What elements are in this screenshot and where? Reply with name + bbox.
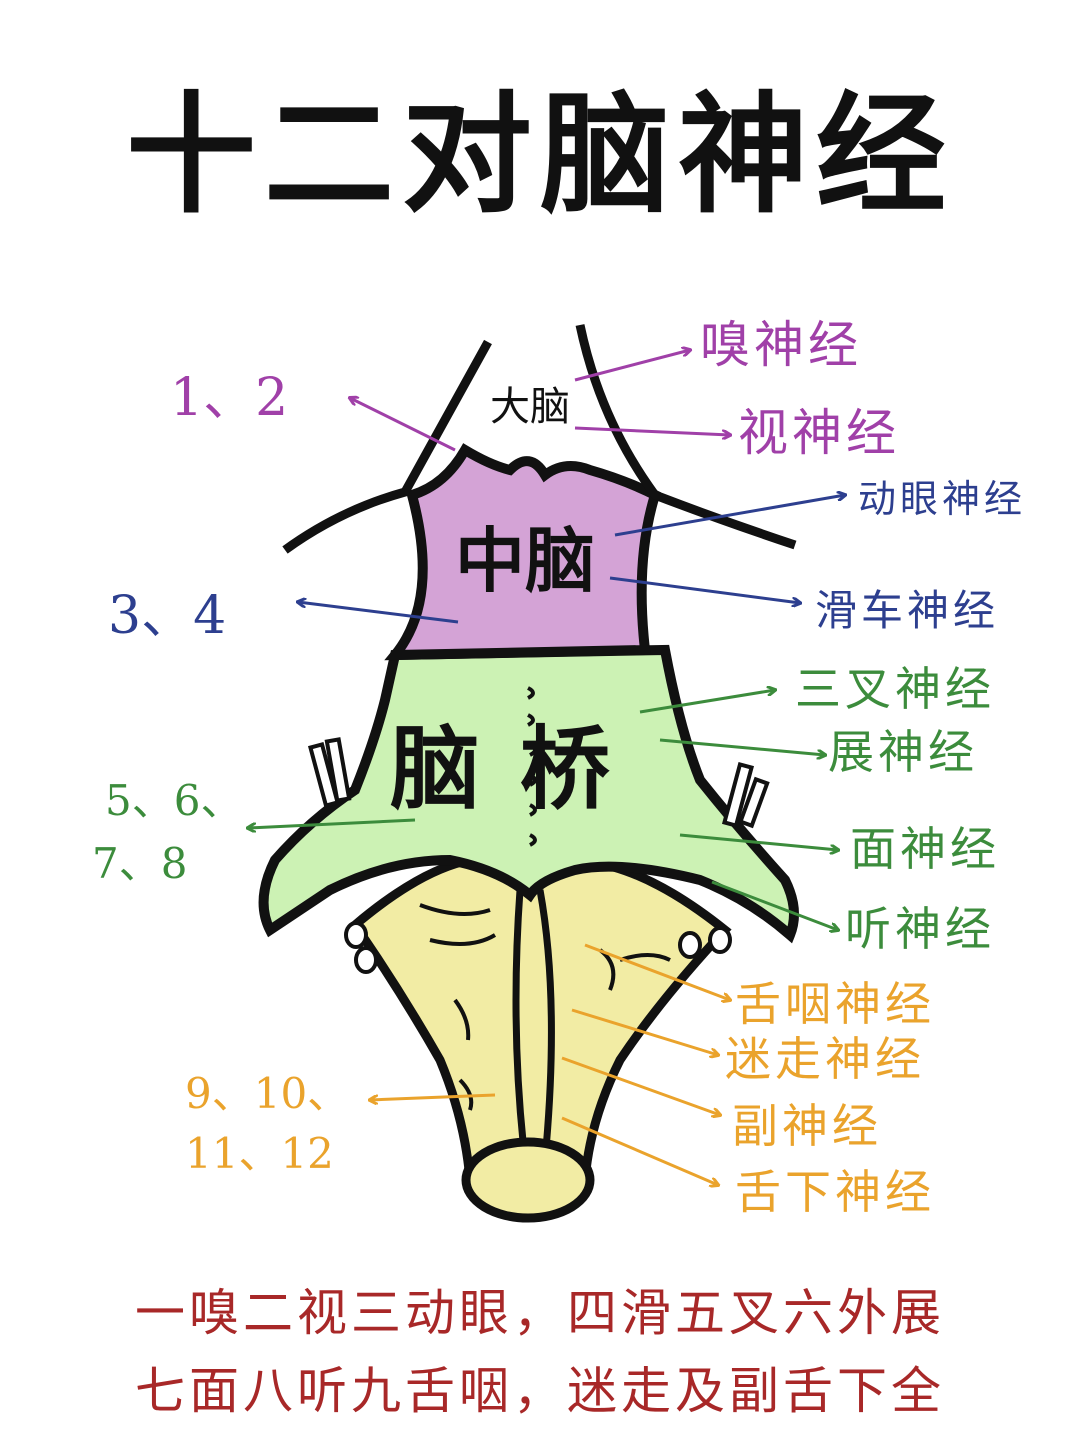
mnemonic-line-2: 七面八听九舌咽，迷走及副舌下全 [135, 1362, 945, 1420]
nerve-olfactory: 嗅神经 [700, 316, 862, 374]
arrow-optic [574, 426, 730, 435]
arrow-5-8 [248, 818, 416, 828]
pons-shape [258, 644, 799, 944]
nerve-stubs [307, 737, 770, 974]
label-5-6: 5、6、 [105, 776, 242, 825]
cerebrum-right-outline [575, 324, 797, 550]
nerve-optic: 视神经 [738, 404, 900, 462]
arrow-3-4 [298, 602, 459, 624]
nerve-abducens: 展神经 [828, 725, 978, 779]
arrow-trigeminal [639, 690, 775, 714]
cerebrum-label: 大脑 [490, 384, 570, 430]
nerve-facial: 面神经 [850, 822, 1000, 876]
pons-midline [527, 686, 537, 847]
arrow-hypoglossal [561, 1116, 718, 1185]
arrow-trochlear [609, 576, 800, 603]
arrow-oculomotor [614, 495, 845, 537]
label-1-2: 1、2 [170, 368, 288, 428]
nerve-trochlear: 滑车神经 [815, 586, 999, 635]
arrow-vagus [571, 1008, 718, 1055]
medulla-fissure [512, 889, 555, 1161]
arrow-abducens [659, 738, 825, 755]
nerve-auditory: 听神经 [845, 902, 995, 956]
pons-label: 脑桥 [390, 716, 650, 822]
label-11-12: 11、12 [185, 1129, 334, 1178]
label-3-4: 3、4 [108, 586, 226, 646]
arrow-glossopharyngeal [584, 943, 730, 1000]
nerve-accessory: 副神经 [732, 1099, 882, 1153]
arrow-olfactory [574, 350, 690, 382]
arrow-facial [679, 833, 838, 850]
label-9-10: 9、10、 [185, 1069, 349, 1118]
mnemonic-line-1: 一嗅二视三动眼，四滑五叉六外展 [135, 1284, 945, 1342]
nerve-hypoglossal: 舌下神经 [735, 1165, 935, 1219]
nerve-trigeminal: 三叉神经 [795, 662, 995, 716]
midbrain-label: 中脑 [455, 519, 595, 602]
arrow-auditory [711, 880, 838, 930]
midbrain-shape [384, 443, 662, 661]
nerve-oculomotor: 动眼神经 [858, 477, 1026, 521]
spinal-cord-section [461, 1137, 595, 1223]
nerve-vagus: 迷走神经 [725, 1032, 925, 1086]
label-7-8: 7、8 [92, 839, 187, 888]
cerebrum-left-outline [282, 339, 492, 554]
arrow-accessory [561, 1056, 720, 1115]
arrow-1-2 [350, 398, 456, 452]
arrow-9-12 [370, 1093, 496, 1100]
page-title: 十二对脑神经 [126, 78, 954, 231]
nerve-glossopharyngeal: 舌咽神经 [735, 977, 935, 1031]
